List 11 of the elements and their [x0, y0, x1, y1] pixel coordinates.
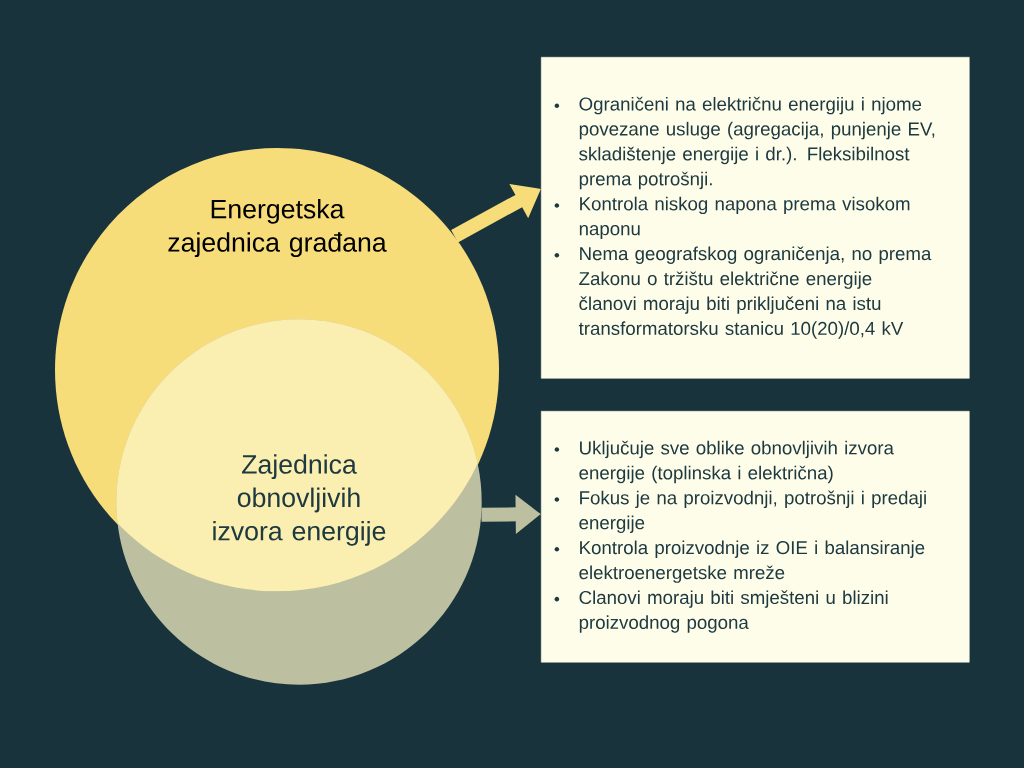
- bullet-item: Kontrola niskog napona prema visokom naponu: [554, 196, 910, 239]
- bullet-item: Fokus je na proizvodnji, potrošnji i predaji energije: [554, 490, 926, 533]
- bullet-item: Ograničeni na električnu energiju i njome povezane usluge (agregacija, punjenje EV, skladištenje energije i dr.). Fleksibilnost prema potrošnji.: [554, 96, 935, 190]
- bullet-item: Uključuje sve oblike obnovljivih izvora energije (toplinska i električna): [554, 440, 894, 484]
- bullet-item: Nema geografskog ograničenja, no prema Zakonu o tržištu električne energije članovi moraju biti priključeni na istu transformatorsku stanicu 10(20)/0,4 kV: [554, 246, 932, 339]
- bullet-item: Kontrola proizvodnje iz OIE i balansiranje elektroenergetske mreže: [554, 540, 925, 583]
- text-box: [541, 57, 970, 379]
- circle-label: Energetska zajednica građana: [168, 198, 387, 258]
- circle-label: Zajednica obnovljivih izvora energije: [213, 454, 386, 546]
- bullet-item: Clanovi moraju biti smješteni u blizini proizvodnog pogona: [554, 590, 888, 633]
- text-box: [541, 411, 970, 663]
